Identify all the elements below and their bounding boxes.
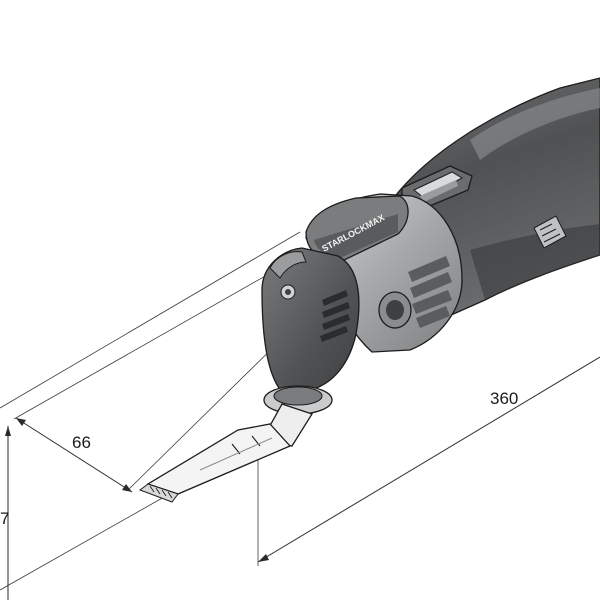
fein-logo-badge: [533, 215, 567, 249]
blade-offset-dimension-label: 66: [72, 433, 91, 452]
head-ribs: [320, 290, 350, 342]
length-dimension-label: 360: [490, 389, 518, 408]
cooling-vents: [408, 256, 452, 328]
oscillating-head: [261, 247, 360, 393]
housing-highlight: [470, 88, 600, 160]
multitool-illustration: STARLOCKMAX: [138, 77, 600, 503]
height-dimension-label: 7: [0, 509, 9, 528]
saw-blade: [138, 403, 313, 503]
